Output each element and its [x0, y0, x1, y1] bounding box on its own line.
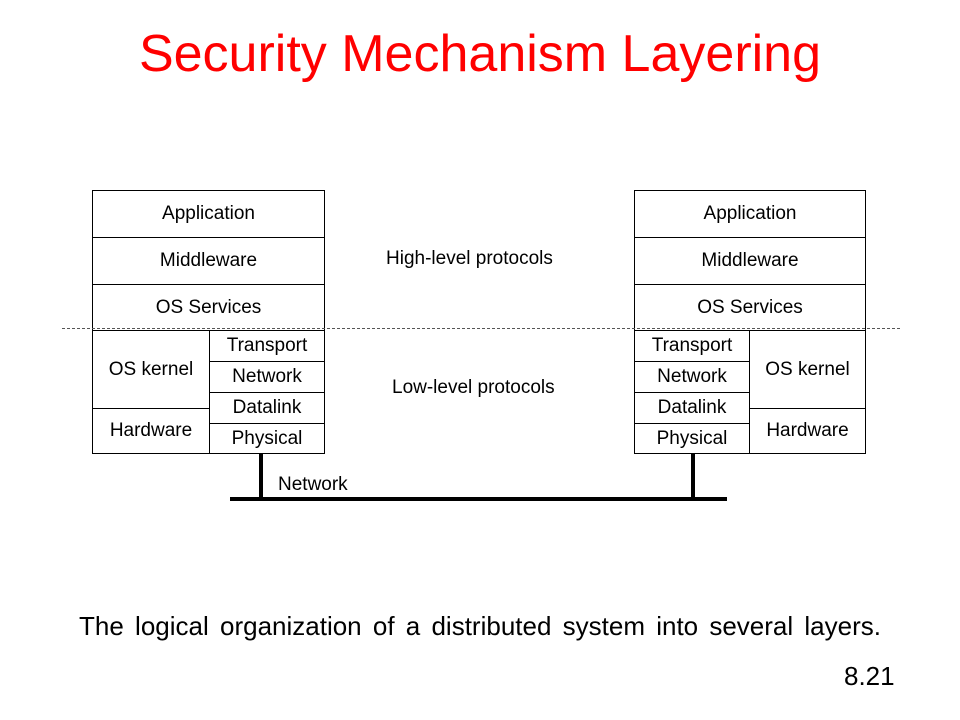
left-datalink-layer: Datalink [209, 392, 325, 424]
right-network-drop [691, 454, 695, 500]
network-bus-line [230, 497, 727, 501]
right-application-layer: Application [634, 190, 866, 238]
page-number: 8.21 [844, 661, 895, 691]
slide-title: Security Mechanism Layering [138, 25, 822, 83]
right-os-services-layer: OS Services [634, 284, 866, 331]
left-os-services-layer: OS Services [92, 284, 325, 331]
right-middleware-layer: Middleware [634, 237, 866, 285]
right-datalink-layer: Datalink [634, 392, 750, 424]
protocol-level-separator [62, 328, 900, 329]
high-level-protocols-label: High-level protocols [386, 248, 553, 269]
figure-caption: The logical organization of a distribute… [79, 611, 881, 641]
left-physical-layer: Physical [209, 423, 325, 454]
left-transport-layer: Transport [209, 330, 325, 362]
right-os-kernel-layer: OS kernel [749, 330, 866, 409]
left-application-layer: Application [92, 190, 325, 238]
left-hardware-layer: Hardware [92, 408, 210, 454]
left-network-drop [259, 454, 263, 500]
right-network-layer: Network [634, 361, 750, 393]
low-level-protocols-label: Low-level protocols [392, 377, 555, 398]
right-transport-layer: Transport [634, 330, 750, 362]
right-hardware-layer: Hardware [749, 408, 866, 454]
left-middleware-layer: Middleware [92, 237, 325, 285]
left-network-layer: Network [209, 361, 325, 393]
network-wire-label: Network [278, 474, 348, 495]
right-physical-layer: Physical [634, 423, 750, 454]
left-os-kernel-layer: OS kernel [92, 330, 210, 409]
